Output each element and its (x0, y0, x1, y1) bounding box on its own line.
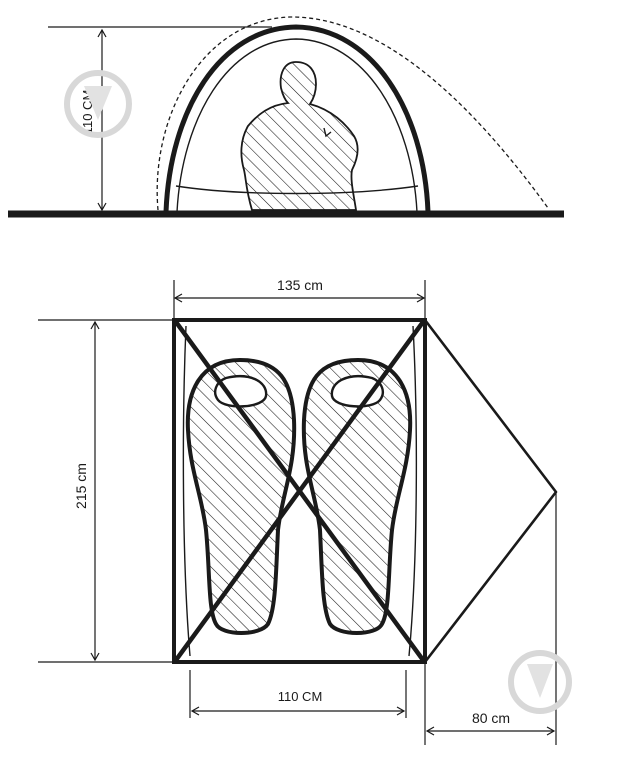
vestibule-arrow-left (425, 726, 435, 736)
plan-length-arrow-top (90, 320, 100, 330)
inner-width-label: 110 CM (278, 689, 323, 704)
vestibule-label: 80 cm (472, 710, 510, 726)
person-silhouette-icon (240, 61, 359, 211)
watermark-logo-icon (508, 650, 572, 714)
sleeping-bag-icon (185, 357, 297, 635)
floor-plan: 135 cm 215 cm 80 cm (38, 277, 572, 745)
tent-footprint (172, 318, 427, 664)
inner-wall-left (182, 325, 191, 657)
rainfly-outline (156, 16, 549, 211)
tent-pole-diagonal-b (173, 319, 426, 663)
vestibule-arrow-right (546, 726, 556, 736)
plan-width-arrow-right (416, 293, 426, 303)
inner-wall-right (408, 325, 418, 657)
tent-arch-inner (176, 38, 418, 213)
sleeping-bag-icon (301, 357, 413, 635)
watermark-logo-icon (64, 70, 132, 138)
side-height-arrow-bottom (97, 202, 107, 212)
tent-arch-outer (163, 24, 431, 215)
plan-width-arrow-left (173, 293, 183, 303)
side-view: 110 CM (8, 16, 564, 218)
inner-width-arrow-left (190, 706, 200, 716)
plan-width-label: 135 cm (277, 277, 323, 293)
inner-width-arrow-right (396, 706, 406, 716)
plan-length-arrow-bottom (90, 652, 100, 662)
side-height-arrow-top (97, 28, 107, 38)
vestibule-outline (423, 319, 558, 663)
plan-length-label: 215 cm (73, 463, 89, 509)
